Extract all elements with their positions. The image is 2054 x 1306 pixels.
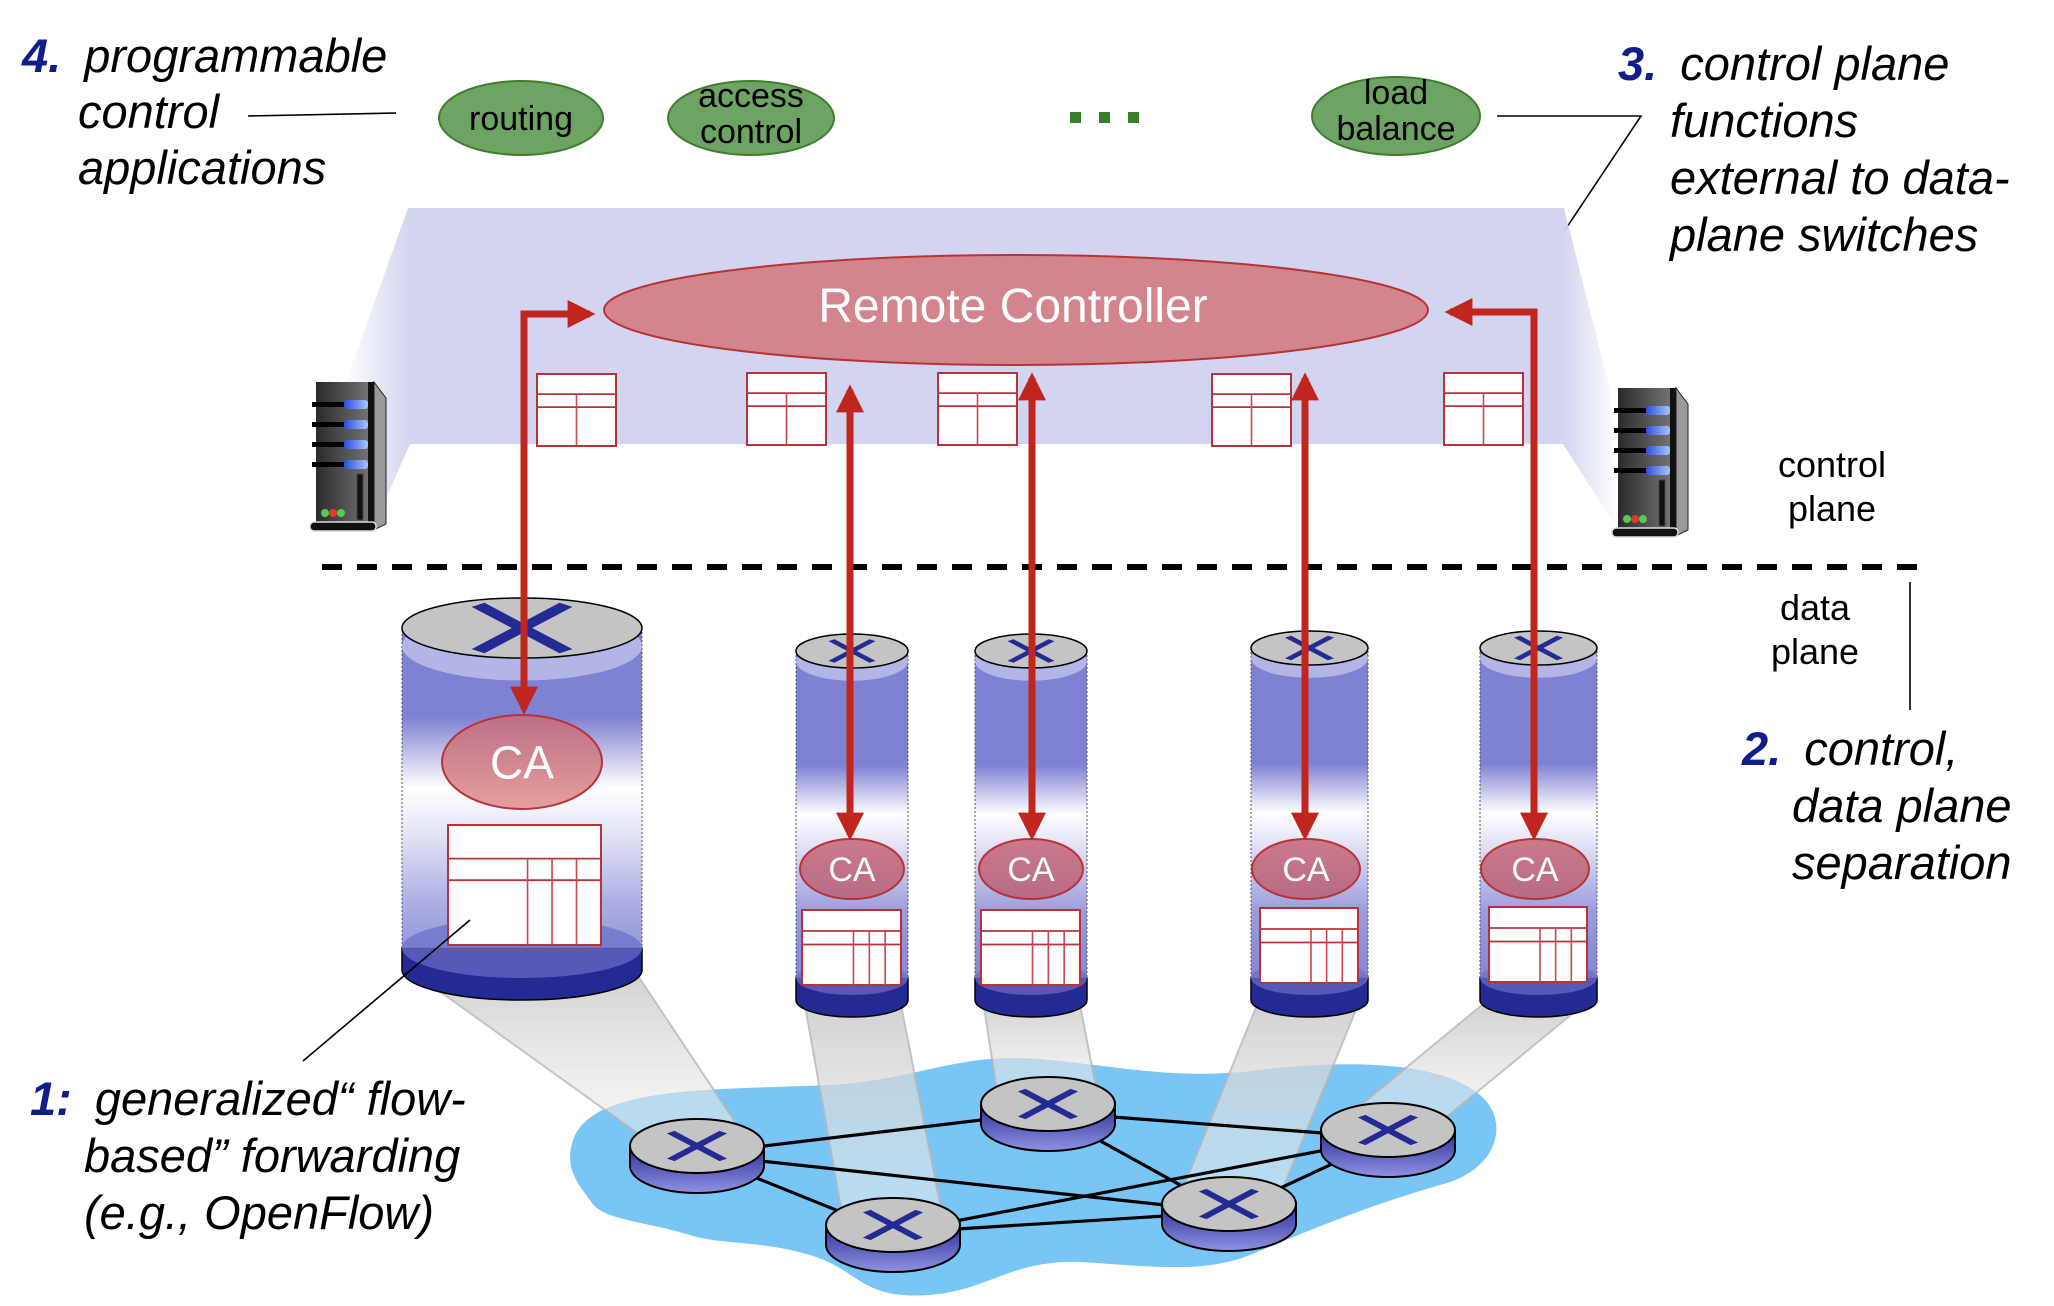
callout-number: 1: <box>30 1072 72 1125</box>
svg-text:plane: plane <box>1771 631 1859 672</box>
leader-line <box>247 112 397 117</box>
control-agent-label: CA <box>490 737 554 789</box>
control-arrows <box>510 298 1548 841</box>
svg-text:4. programmable: 4. programmable <box>21 29 387 82</box>
control-agent-label: CA <box>1007 851 1055 889</box>
flow-table-icon <box>1259 907 1359 984</box>
callout-flow-forwarding: 1: generalized“ flow- based” forwarding … <box>30 919 471 1239</box>
callout-programmable-applications: 4. programmable control applications <box>21 29 397 194</box>
callout-line: data plane <box>1792 779 2012 832</box>
router-icon <box>825 1197 961 1273</box>
svg-text:3. control plane: 3. control plane <box>1618 37 1949 90</box>
app-label: control <box>700 113 802 151</box>
router-icon <box>629 1118 765 1194</box>
leader-line <box>1497 115 1643 264</box>
svg-text:2. control,: 2. control, <box>1741 722 1958 775</box>
callout-plane-separation: 2. control, data plane separation <box>1741 722 2012 889</box>
svg-text:plane: plane <box>1788 488 1876 529</box>
network-link <box>892 1136 1389 1235</box>
callout-line: control <box>78 85 221 138</box>
control-agent[interactable]: CA <box>1251 838 1361 900</box>
flow-table-icon <box>980 909 1081 986</box>
router-icon <box>1320 1102 1456 1178</box>
app-label: balance <box>1336 110 1455 148</box>
callout-line: applications <box>78 141 326 194</box>
svg-text:1: generalized“ flow-: 1: generalized“ flow- <box>30 1072 466 1125</box>
openflow-switch[interactable]: CA <box>1479 630 1598 1018</box>
app-label: access <box>698 77 804 115</box>
app-label: routing <box>469 100 573 138</box>
callout-line: control plane <box>1680 37 1949 90</box>
callout-line: generalized“ flow- <box>95 1072 466 1125</box>
callout-line: plane switches <box>1668 208 1978 261</box>
control-agent[interactable]: CA <box>441 714 603 810</box>
network-link <box>696 1152 1230 1214</box>
callout-line: programmable <box>82 29 387 82</box>
app-label: load <box>1364 74 1428 112</box>
control-arrow <box>1444 298 1548 841</box>
control-app-load-balance[interactable]: load balance <box>1311 74 1481 156</box>
control-app-routing[interactable]: routing <box>438 80 604 156</box>
remote-controller[interactable]: Remote Controller <box>603 254 1429 366</box>
callout-line: separation <box>1792 836 2012 889</box>
control-arrow <box>510 300 596 715</box>
router-icon <box>980 1076 1116 1152</box>
server-icon <box>1611 386 1689 538</box>
control-agent[interactable]: CA <box>978 838 1084 900</box>
callout-line: based” forwarding <box>84 1129 460 1182</box>
svg-text:control: control <box>1778 444 1886 485</box>
server-icon <box>309 380 387 532</box>
control-plane-label: control plane <box>1778 444 1886 529</box>
router-icon <box>1161 1176 1297 1252</box>
callout-external-control-plane: 3. control plane functions external to d… <box>1497 37 2010 264</box>
control-agent[interactable]: CA <box>799 838 905 900</box>
remote-controller-label: Remote Controller <box>818 280 1208 333</box>
apps-ellipsis <box>1070 112 1139 123</box>
data-plane-label: data plane <box>1771 587 1859 672</box>
callout-line: functions <box>1670 94 1858 147</box>
svg-text:data: data <box>1780 587 1851 628</box>
switch-columns: CA CA CA CA CA <box>401 597 1598 1018</box>
callout-number: 3. <box>1618 37 1657 90</box>
callout-line: external to data- <box>1670 151 2010 204</box>
control-app-access-control[interactable]: access control <box>667 77 835 156</box>
control-agent-label: CA <box>1282 851 1330 889</box>
flow-table-icon <box>1488 906 1588 983</box>
control-agent[interactable]: CA <box>1480 838 1590 900</box>
leader-line <box>302 919 471 1062</box>
projection-cones <box>406 969 1592 1220</box>
callout-number: 4. <box>21 29 61 82</box>
flow-table-icon <box>801 909 902 986</box>
callout-line: (e.g., OpenFlow) <box>84 1186 434 1239</box>
network-routers <box>629 1076 1456 1273</box>
callout-line: control, <box>1804 722 1958 775</box>
band-wedge-right <box>1563 208 1618 530</box>
openflow-switch[interactable]: CA <box>1250 630 1369 1018</box>
flow-table-icon <box>447 824 602 946</box>
control-agent-label: CA <box>828 851 876 889</box>
control-agent-label: CA <box>1511 851 1559 889</box>
callout-number: 2. <box>1741 722 1781 775</box>
